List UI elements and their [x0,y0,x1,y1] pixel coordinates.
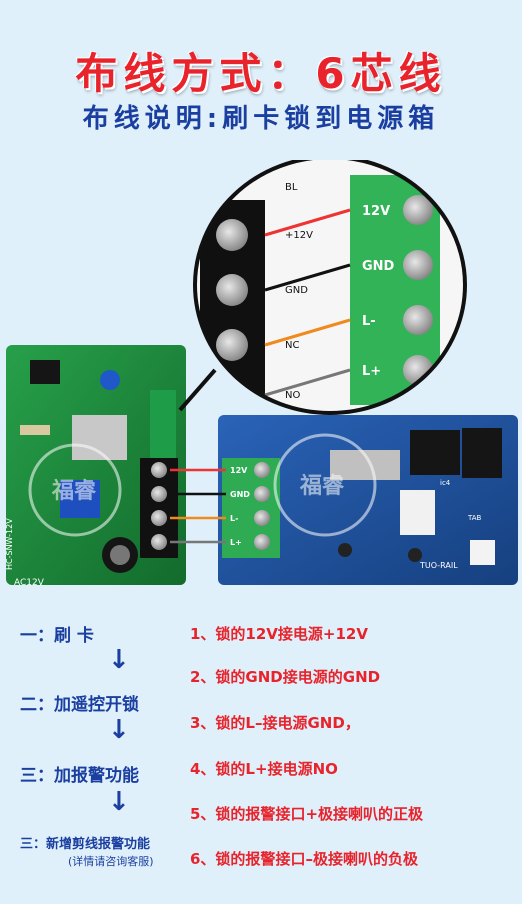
right-lock-board: TUO-RAIL TAB ic4 [218,415,518,585]
rule-3: 3、锁的L–接电源GND， [190,714,360,732]
rule-6: 6、锁的报警接口–极接喇叭的负极 [190,850,418,868]
zoom-detail: 12V GND L- L+ +12V GND NC NO BL [178,160,467,415]
wiring-photo: AC12V HC-SNW-12V TUO-RAIL TAB ic4 12V GN… [5,160,518,588]
zoom-terminal-left-1: GND [285,285,308,296]
rule-2: 2、锁的GND接电源的GND [190,668,381,686]
tab-label: TAB [467,514,482,522]
arrow-down-icon: ↓ [108,787,130,817]
watermark-left: 福睿 [51,479,97,504]
step-1: 一：刷 卡 [20,626,94,646]
arrow-down-icon: ↓ [108,715,130,745]
connection-wires [170,468,226,544]
zoom-terminal-left-top: BL [285,182,298,193]
rule-1: 1、锁的12V接电源+12V [190,625,368,643]
step-4: 三：新增剪线报警功能 [20,837,151,852]
left-board-code: AC12V [14,578,45,588]
zoom-terminal-right-0: 12V [362,204,390,219]
left-board-label: HC-SNW-12V [5,518,14,570]
zoom-terminal-left-2: NC [285,340,299,351]
page-subtitle: 布线说明:刷卡锁到电源箱 [82,104,440,134]
terminal-right-2: L- [230,514,238,523]
step-note: (详情请咨询客服) [68,855,154,868]
rule-4: 4、锁的L+接电源NO [190,760,338,778]
zoom-terminal-left-0: +12V [285,230,313,241]
zoom-terminal-right-2: L- [362,314,376,329]
zoom-terminal-right-3: L+ [362,364,381,379]
zoom-terminal-left-3: NO [285,390,300,401]
right-terminal-block: 12V GND L- L+ [222,458,280,558]
ic-label: ic4 [440,479,451,487]
page-title: 布线方式：6芯线 [75,49,447,98]
terminal-right-3: L+ [230,538,242,547]
watermark-right: 福睿 [299,474,345,499]
terminal-right-1: GND [230,490,250,499]
left-control-board: AC12V HC-SNW-12V [5,345,186,588]
step-2: 二：加遥控开锁 [20,695,139,715]
arrow-down-icon: ↓ [108,645,130,675]
right-board-label: TUO-RAIL [419,561,458,570]
step-3: 三：加报警功能 [20,766,139,786]
watermark-seal: 福睿 福睿 [28,433,377,537]
left-terminal-block [140,458,178,558]
terminal-right-0: 12V [230,466,248,475]
zoom-terminal-right-1: GND [362,259,395,274]
header: 布线方式：6芯线 布线说明:刷卡锁到电源箱 [0,0,522,150]
rule-5: 5、锁的报警接口+极接喇叭的正极 [190,805,424,823]
